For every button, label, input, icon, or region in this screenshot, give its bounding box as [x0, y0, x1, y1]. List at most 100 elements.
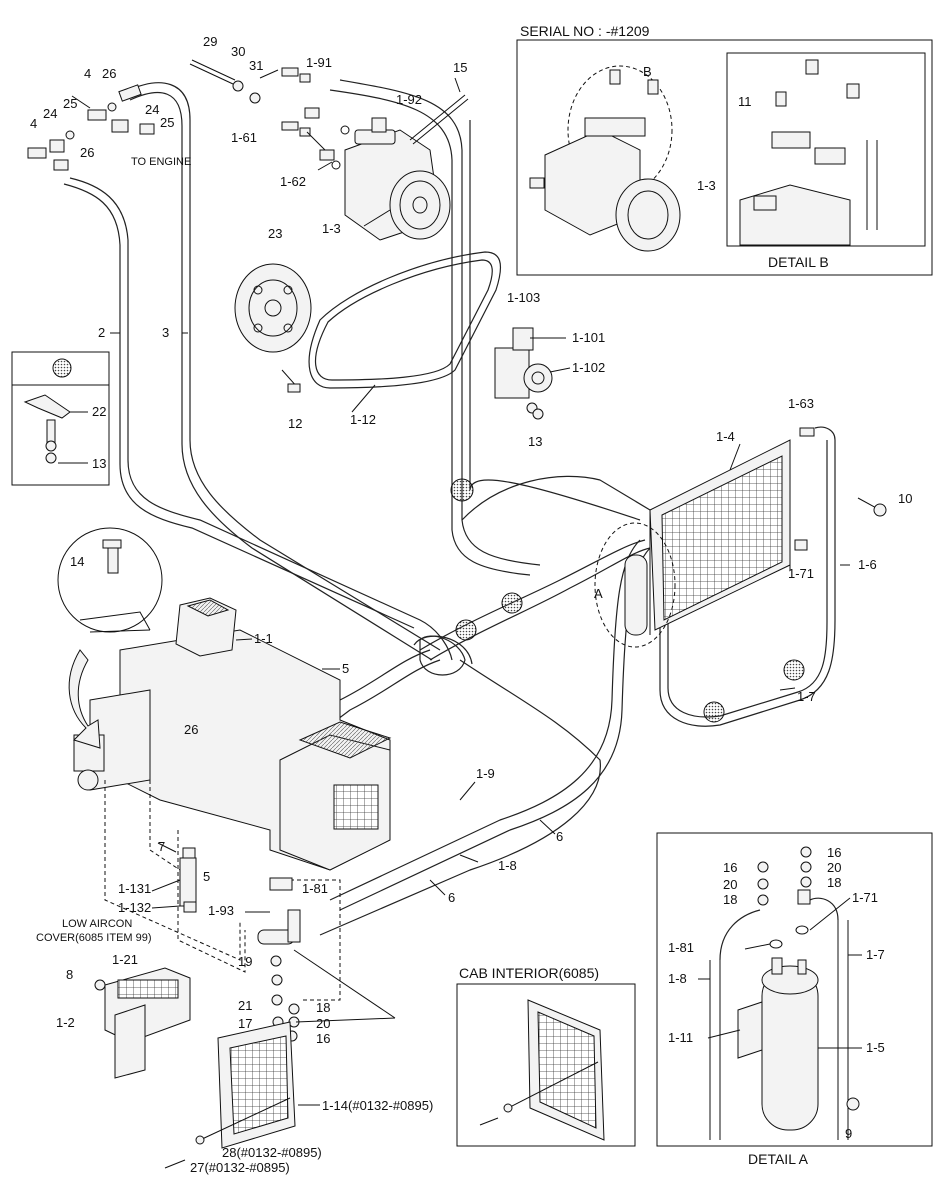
callout-labels: 4 26 25 24 4 24 25 26 29 30 31 1-91 1-92…: [30, 34, 912, 1175]
detail-a-1-81: 1-81: [668, 940, 694, 955]
air-filter: [164, 1021, 296, 1169]
callout-19: 19: [238, 954, 252, 969]
callout-1-81: 1-81: [302, 881, 328, 896]
callout-27: 27(#0132-#0895): [190, 1160, 290, 1175]
callout-1-103: 1-103: [507, 290, 540, 305]
callout-21: 21: [238, 998, 252, 1013]
callout-4a: 4: [84, 66, 91, 81]
drive-belt: [308, 251, 502, 389]
callout-1-71: 1-71: [788, 566, 814, 581]
detail-a-18a: 18: [827, 875, 841, 890]
callout-25b: 25: [160, 115, 174, 130]
pulley: [234, 263, 312, 353]
callout-1-8: 1-8: [498, 858, 517, 873]
detail-a-20b: 20: [723, 877, 737, 892]
callout-1-63: 1-63: [788, 396, 814, 411]
callout-6b: 6: [448, 890, 455, 905]
detail-a-1-11: 1-11: [668, 1030, 693, 1045]
detail-a-1-71: 1-71: [852, 890, 878, 905]
callout-17: 17: [238, 1016, 252, 1031]
detail-a-labels: 16 20 18 16 20 18 1-71 1-81 1-7 1-8 1-11…: [668, 845, 885, 1141]
to-engine-note: TO ENGINE: [131, 156, 191, 168]
hose-routing: [63, 79, 836, 936]
callout-1-62: 1-62: [280, 174, 306, 189]
callout-18: 18: [316, 1000, 330, 1015]
callout-26c: 26: [184, 722, 198, 737]
compressor: [344, 117, 451, 241]
callout-leaders: [71, 69, 850, 1106]
small-inset-label-22: 22: [92, 404, 106, 419]
receiver-marker-a: A: [594, 586, 603, 601]
callout-6a: 6: [556, 829, 563, 844]
callout-23: 23: [268, 226, 282, 241]
detail-a-1-7: 1-7: [866, 947, 885, 962]
detail-circle-14: [57, 527, 163, 633]
callout-1-102: 1-102: [572, 360, 605, 375]
callout-1-9: 1-9: [476, 766, 495, 781]
callout-5b: 5: [203, 869, 210, 884]
callout-1-91: 1-91: [306, 55, 332, 70]
callout-12: 12: [288, 416, 302, 431]
serial-inset-title: SERIAL NO : -#1209: [520, 23, 650, 39]
detail-a-caption: DETAIL A: [748, 1151, 809, 1167]
callout-1-2: 1-2: [56, 1015, 75, 1030]
callout-29: 29: [203, 34, 217, 49]
hose-clamps: [413, 478, 805, 723]
callout-1-3: 1-3: [322, 221, 341, 236]
callout-15: 15: [453, 60, 467, 75]
condenser: [649, 427, 887, 635]
control-panel: [94, 967, 191, 1079]
callout-1-1: 1-1: [254, 631, 273, 646]
callout-26b: 26: [80, 145, 94, 160]
fittings-top-left: [27, 84, 155, 171]
callout-1-12: 1-12: [350, 412, 376, 427]
callout-24b: 24: [145, 102, 159, 117]
callout-16: 16: [316, 1031, 330, 1046]
callout-5a: 5: [342, 661, 349, 676]
detail-a-20a: 20: [827, 860, 841, 875]
low-aircon-note-2: COVER(6085 ITEM 99): [36, 932, 152, 944]
callout-25a: 25: [63, 96, 77, 111]
detail-a-18b: 18: [723, 892, 737, 907]
detail-a-1-5: 1-5: [866, 1040, 885, 1055]
callout-1-61: 1-61: [231, 130, 257, 145]
callout-1-21: 1-21: [112, 952, 138, 967]
detail-a-1-8: 1-8: [668, 971, 687, 986]
detail-b-marker: B: [643, 64, 652, 79]
notes: TO ENGINE LOW AIRCON COVER(6085 ITEM 99)…: [36, 156, 603, 944]
callout-30: 30: [231, 44, 245, 59]
detail-a-9: 9: [845, 1126, 852, 1141]
callout-31: 31: [249, 58, 263, 73]
callout-8: 8: [66, 967, 73, 982]
label-11: 11: [738, 94, 752, 109]
callout-13: 13: [528, 434, 542, 449]
cab-interior-caption: CAB INTERIOR(6085): [459, 965, 599, 981]
idler-bracket: [494, 327, 553, 420]
detail-a-16a: 16: [827, 845, 841, 860]
callout-1-92: 1-92: [396, 92, 422, 107]
callout-1-101: 1-101: [572, 330, 605, 345]
evaporator-unit: [68, 597, 392, 1042]
callout-24a: 24: [43, 106, 57, 121]
detail-a-inset: DETAIL A: [656, 832, 933, 1167]
small-inset: 22 13: [11, 351, 110, 486]
callout-1-4: 1-4: [716, 429, 735, 444]
low-aircon-note-1: LOW AIRCON: [62, 918, 132, 930]
callout-20: 20: [316, 1016, 330, 1031]
detail-b-caption: DETAIL B: [768, 254, 829, 270]
callout-14: 14: [70, 554, 84, 569]
callout-3: 3: [162, 325, 169, 340]
cab-interior-inset: CAB INTERIOR(6085): [456, 965, 636, 1147]
serial-inset: SERIAL NO : -#1209 DETAIL B B 11 1-3: [516, 23, 933, 276]
callout-4b: 4: [30, 116, 37, 131]
callout-1-14: 1-14(#0132-#0895): [322, 1098, 433, 1113]
callout-7: 7: [158, 839, 165, 854]
small-inset-label-13: 13: [92, 456, 106, 471]
callout-26a: 26: [102, 66, 116, 81]
callout-2: 2: [98, 325, 105, 340]
detail-a-16b: 16: [723, 860, 737, 875]
callout-1-93: 1-93: [208, 903, 234, 918]
callout-1-6: 1-6: [858, 557, 877, 572]
callout-1-131: 1-131: [118, 881, 151, 896]
